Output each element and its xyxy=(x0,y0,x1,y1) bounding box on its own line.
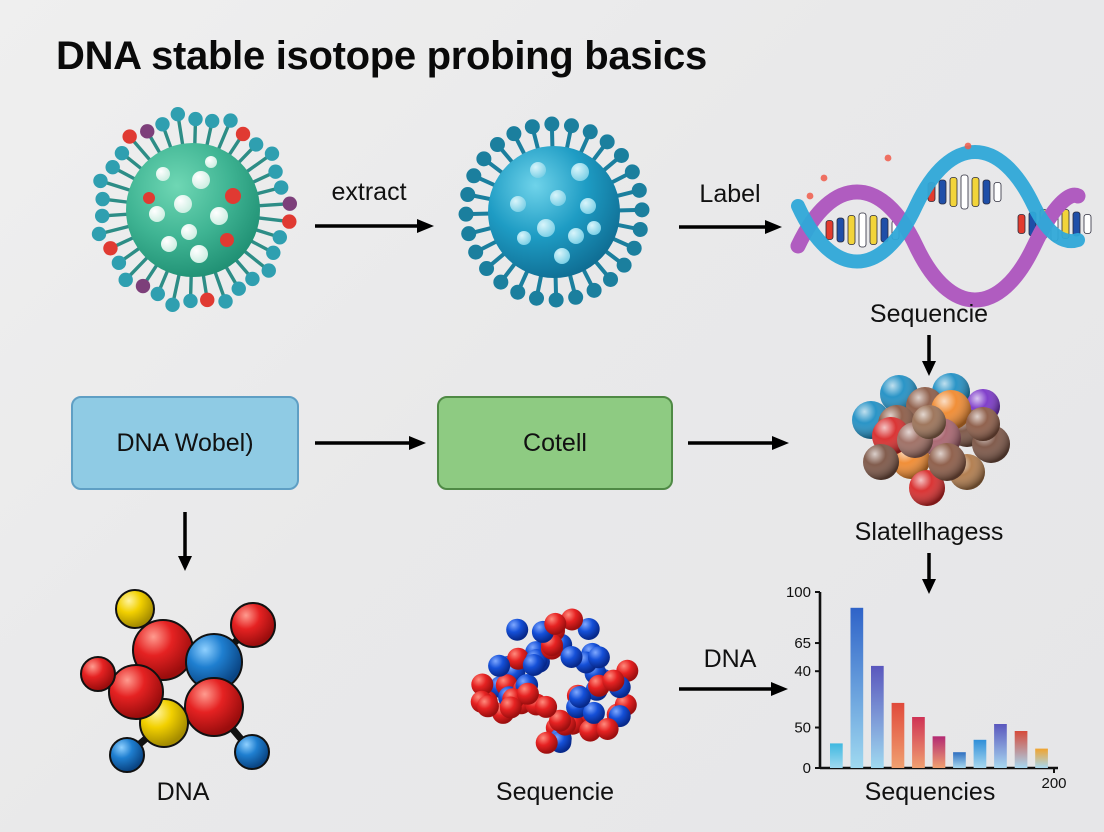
arrow-sequencie-down xyxy=(921,335,937,377)
arrow-dna-label: DNA xyxy=(703,645,757,673)
process-box-cotell-label: Cotell xyxy=(523,428,587,457)
svg-text:0: 0 xyxy=(803,760,811,777)
arrow-dna-to-chart xyxy=(679,681,789,697)
page-title: DNA stable isotope probing basics xyxy=(56,34,707,78)
arrow-slatellhagess-down xyxy=(921,553,937,595)
green-virus-particle xyxy=(68,100,318,320)
red-blue-bead-chain xyxy=(462,600,648,766)
process-box-cotell[interactable]: Cotell xyxy=(437,396,673,490)
svg-text:65: 65 xyxy=(794,635,811,652)
arrow-cell-to-cluster xyxy=(688,435,790,451)
arrow-dna-to-cell xyxy=(315,435,427,451)
arrow-dnabox-down xyxy=(177,512,193,572)
arrow-sequencie-label: Sequencie xyxy=(869,300,989,328)
arrow-extract xyxy=(315,218,435,234)
arrow-extract-label: extract xyxy=(331,178,407,206)
ball-and-stick-molecule xyxy=(62,589,307,777)
blue-virus-particle xyxy=(447,112,662,312)
arrow-label xyxy=(679,219,783,235)
svg-text:100: 100 xyxy=(786,584,811,601)
arrow-label-label: Label xyxy=(699,180,761,208)
process-box-dna-wobel-label: DNA Wobel) xyxy=(116,428,254,457)
process-box-dna-wobel[interactable]: DNA Wobel) xyxy=(71,396,299,490)
colored-sphere-cluster xyxy=(852,366,1015,514)
caption-dna: DNA xyxy=(156,778,210,806)
dna-double-helix xyxy=(790,134,1092,308)
caption-sequencie: Sequencie xyxy=(495,778,615,806)
svg-text:50: 50 xyxy=(794,720,811,737)
chart-xlabel: Sequencies xyxy=(864,778,996,806)
svg-text:200: 200 xyxy=(1041,775,1066,792)
bar-chart: 100 65 40 50 0 200 xyxy=(786,584,1067,792)
label-slatellhagess: Slatellhagess xyxy=(854,518,1004,546)
svg-text:40: 40 xyxy=(794,663,811,680)
